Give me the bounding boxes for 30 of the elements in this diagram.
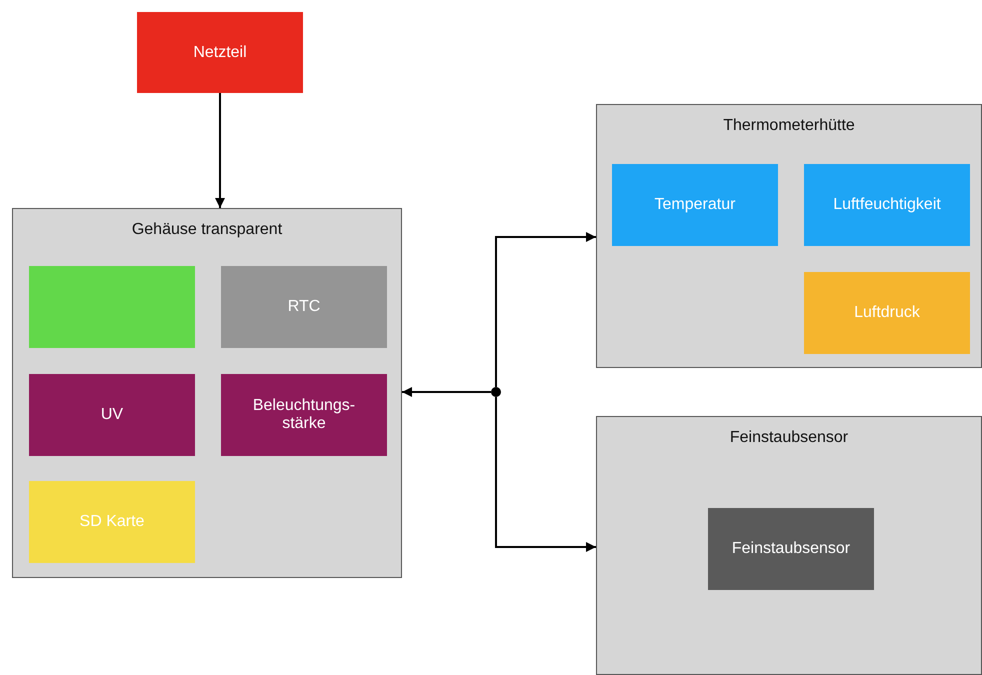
module-label: Temperatur — [654, 196, 736, 214]
module-label: UV — [100, 406, 124, 424]
container-title: Gehäuse transparent — [130, 221, 284, 239]
module-label: Feinstaubsensor — [730, 540, 852, 558]
module-box — [137, 12, 303, 93]
module-box — [29, 374, 195, 456]
module-box — [29, 481, 195, 563]
module-label: SD Karte — [78, 513, 146, 531]
group-container — [12, 208, 402, 578]
module-box — [804, 164, 970, 246]
arrow — [495, 397, 596, 552]
container-title: Thermometerhütte — [722, 117, 856, 135]
arrow — [495, 232, 596, 387]
module-box — [708, 508, 874, 590]
module-label: Beleuchtungs- stärke — [252, 397, 356, 433]
junction-dot — [491, 387, 501, 397]
module-label: RTC — [286, 298, 322, 316]
group-container — [596, 416, 982, 675]
container-title: Feinstaubsensor — [728, 429, 850, 447]
module-box — [804, 272, 970, 354]
module-label: Luftfeuchtigkeit — [832, 196, 942, 214]
module-label: Luftdruck — [853, 304, 921, 322]
module-label: Netzteil — [192, 44, 248, 62]
module-box — [612, 164, 778, 246]
module-box — [221, 266, 387, 348]
arrow — [215, 93, 225, 208]
module-box — [29, 266, 195, 348]
group-container — [596, 104, 982, 368]
arrow — [402, 387, 491, 397]
module-box — [221, 374, 387, 456]
